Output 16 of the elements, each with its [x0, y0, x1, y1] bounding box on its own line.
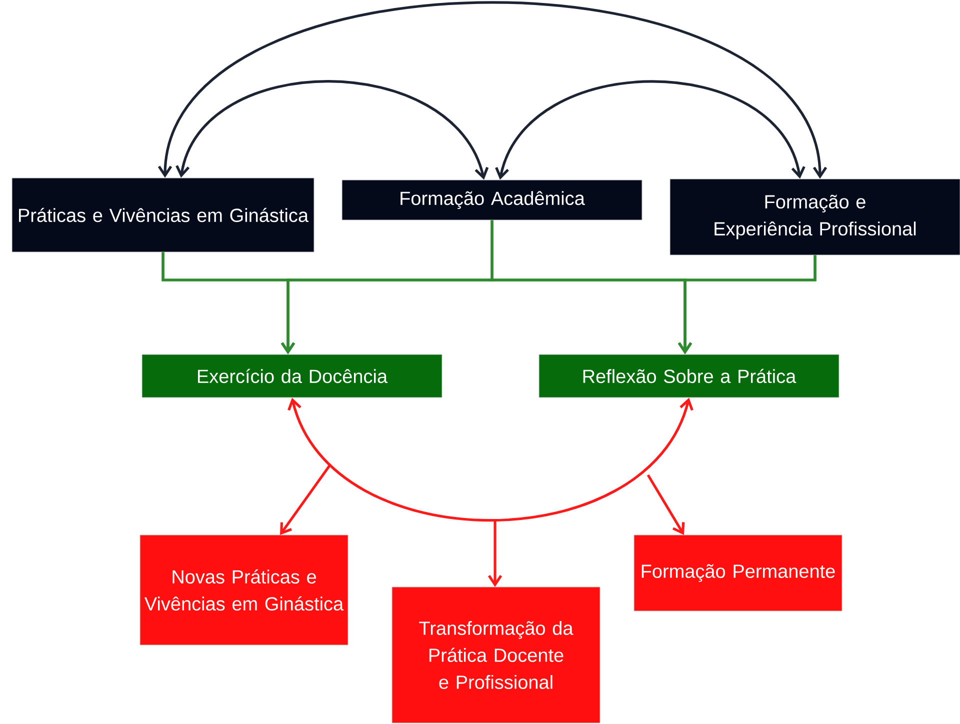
outcome-box: Transformação da Prática Docente e Profissional [392, 586, 600, 724]
arrow [288, 398, 694, 522]
arrow [488, 520, 502, 587]
arrow [176, 80, 489, 180]
result-box: Reflexão Sobre a Prática [538, 354, 840, 398]
outcome-box: Formação Permanente [634, 534, 842, 612]
outcome-box: Novas Práticas e Vivências em Ginástica [140, 534, 348, 646]
arrow [280, 464, 332, 535]
arrow [495, 80, 806, 180]
result-box: Exercício da Docência [142, 354, 442, 398]
arrow [678, 255, 816, 354]
process-box: Práticas e Vivências em Ginástica [12, 178, 314, 252]
process-box: Formação e Experiência Profissional [670, 178, 960, 256]
arrow [646, 474, 685, 535]
process-box: Formação Acadêmica [342, 180, 642, 220]
arrow [158, 1, 828, 179]
